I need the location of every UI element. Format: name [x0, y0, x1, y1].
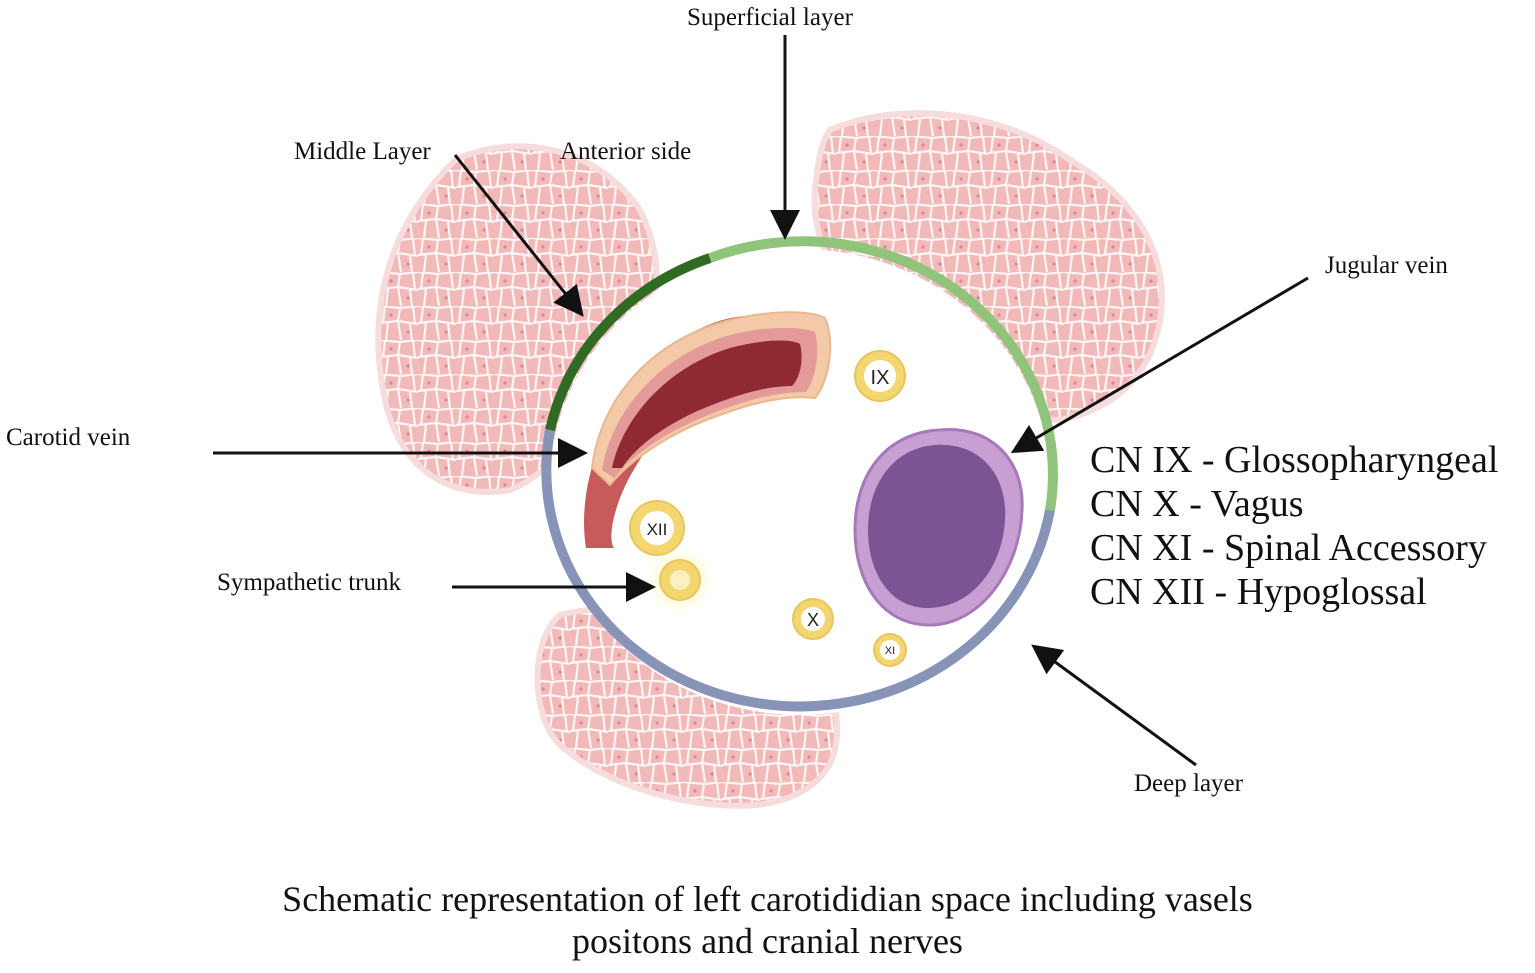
figure-caption: Schematic representation of left carotid…: [0, 878, 1535, 962]
jugular-vein: [853, 428, 1024, 627]
legend-item: CN XII - Hypoglossal: [1090, 571, 1427, 613]
caption-line-1: Schematic representation of left carotid…: [282, 879, 1253, 919]
deep-layer-arrow: [1031, 644, 1197, 767]
nerve-ix-label: IX: [871, 367, 890, 389]
jugular-vein-arrow: [1010, 276, 1309, 454]
deep-layer-label: Deep layer: [1134, 770, 1243, 797]
nerve-xi-label: XI: [885, 645, 895, 657]
superficial-layer-ring: [708, 236, 1058, 511]
nerve-xii-label: XII: [647, 520, 668, 539]
caption-line-2: positons and cranial nerves: [572, 921, 963, 961]
legend-item: CN IX - Glossopharyngeal: [1090, 439, 1499, 481]
nerve-x: X: [792, 598, 834, 640]
nerve-xii: XII: [629, 500, 685, 556]
middle-layer-arrow: [453, 154, 584, 317]
nerve-ix: IX: [854, 350, 906, 402]
legend-item: CN X - Vagus: [1090, 483, 1304, 525]
nerve-x-label: X: [807, 610, 819, 630]
middle-layer-label: Middle Layer: [294, 138, 431, 165]
anterior-side-label: Anterior side: [560, 138, 692, 165]
deep-layer-ring: [541, 429, 1055, 712]
middle-layer-ring: [545, 253, 712, 432]
superficial-layer-label: Superficial layer: [687, 4, 853, 31]
sympathetic-trunk-label: Sympathetic trunk: [217, 569, 401, 596]
jugular-vein-label: Jugular vein: [1325, 252, 1448, 279]
cranial-nerve-legend: CN IX - Glossopharyngeal CN X - Vagus CN…: [1090, 438, 1498, 614]
carotid-vessel: [584, 311, 832, 548]
nerve-xi: XI: [873, 633, 907, 667]
carotid-vein-label: Carotid vein: [6, 424, 131, 451]
legend-item: CN XI - Spinal Accessory: [1090, 527, 1487, 569]
sympathetic-trunk-node: [646, 546, 714, 614]
